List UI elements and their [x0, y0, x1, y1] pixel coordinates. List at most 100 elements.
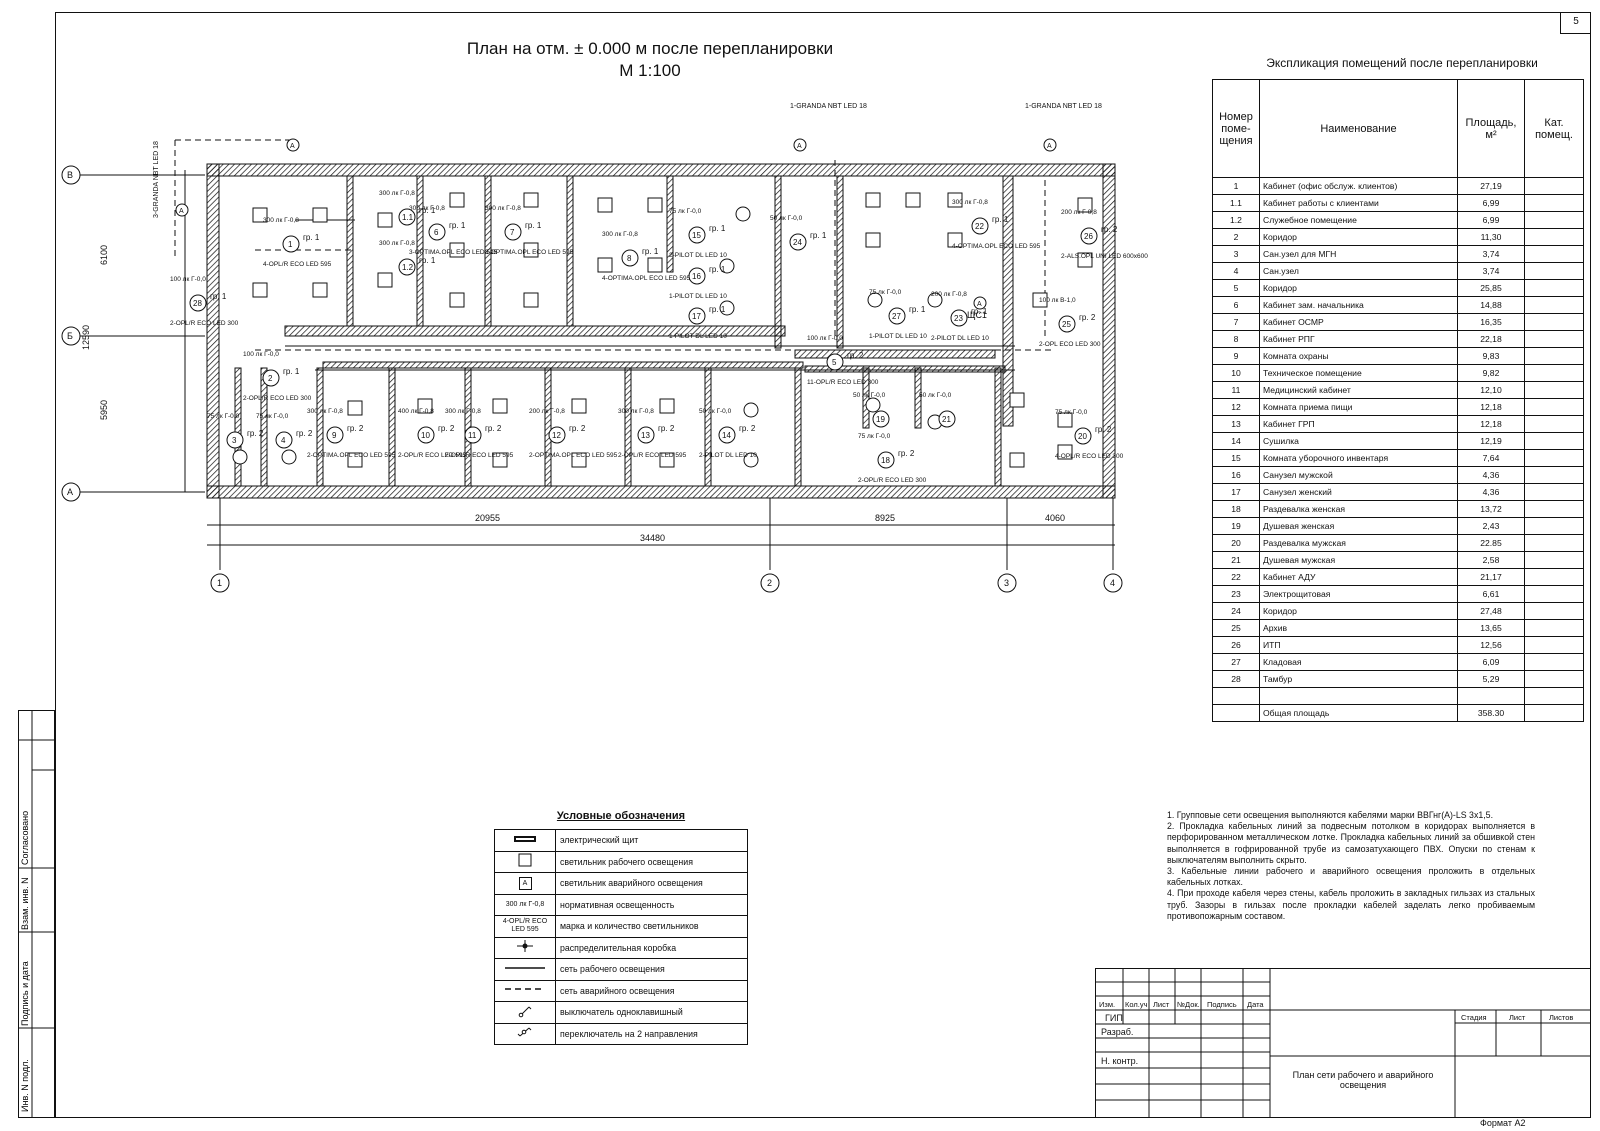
room-number: 13 [1212, 415, 1260, 433]
stamp-sheet: Лист [1509, 1013, 1526, 1022]
room-lamp-label: 4-OPL/R ECO LED 300 [1055, 453, 1124, 460]
plan-title: План на отм. ± 0.000 м после перепланиро… [300, 38, 1000, 82]
emergency-marker: А [290, 143, 295, 150]
emergency-marker: А [1047, 143, 1052, 150]
downlight-lamp [688, 267, 706, 285]
working-lamp [947, 192, 963, 208]
downlight-lamp [504, 223, 522, 241]
stamp-col-sign: Подпись [1207, 1000, 1237, 1009]
room-category [1524, 466, 1584, 484]
wall-segment [206, 163, 1116, 177]
room-category [1524, 364, 1584, 382]
explication-row: 1 Кабинет (офис обслуж. клиентов) 27,19 [1212, 177, 1584, 195]
downlight-lamp [688, 307, 706, 325]
legend-text: светильник рабочего освещения [555, 850, 748, 873]
room-area: 25,85 [1457, 279, 1525, 297]
room-number-bubble: 8 [627, 254, 632, 263]
downlight-lamp [760, 573, 780, 593]
room-name: Раздевалка женская [1259, 500, 1458, 518]
room-number: 26 [1212, 636, 1260, 654]
room-lux-label: 100 лк Г-0,0 [807, 335, 843, 342]
explication-row: 9 Комната охраны 9,83 [1212, 347, 1584, 365]
working-lamp [312, 207, 328, 223]
room-category [1524, 415, 1584, 433]
room-number-bubble: 27 [892, 312, 901, 321]
room-number-bubble: 24 [793, 238, 802, 247]
working-lamp [449, 292, 465, 308]
notes: 1. Групповые сети освещения выполняются … [1167, 810, 1535, 922]
legend-symbol [513, 835, 537, 846]
room-category [1524, 602, 1584, 620]
explication-row: 2 Коридор 11,30 [1212, 228, 1584, 246]
explication-row: 10 Техническое помещение 9,82 [1212, 364, 1584, 382]
explication-row: 20 Раздевалка мужская 22.85 [1212, 534, 1584, 552]
header-category: Кат. помещ. [1524, 79, 1584, 178]
downlight-lamp [867, 292, 883, 308]
working-lamp [597, 197, 613, 213]
legend-text: марка и количество светильников [555, 915, 748, 938]
note-2: 2. Прокладка кабельных линий за подвесны… [1167, 821, 1535, 865]
room-category [1524, 636, 1584, 654]
room-group-label: гр. 2 [347, 424, 364, 433]
granda-label-2: 1-GRANDA NBT LED 18 [790, 103, 867, 110]
room-number: 1.2 [1212, 211, 1260, 229]
downlight-lamp [872, 410, 890, 428]
stamp-sheet-title: План сети рабочего и аварийного освещени… [1292, 1070, 1434, 1090]
room-category [1524, 483, 1584, 501]
room-lamp-label: 1-PILOT DL LED 10 [669, 333, 727, 340]
room-category [1524, 585, 1584, 603]
room-number: 9 [1212, 347, 1260, 365]
room-area: 13,72 [1457, 500, 1525, 518]
stamp-role-ncontr: Н. контр. [1101, 1056, 1138, 1066]
downlight-lamp [621, 249, 639, 267]
wall-segment [316, 367, 324, 487]
room-name: Санузел мужской [1259, 466, 1458, 484]
room-category [1524, 211, 1584, 229]
room-name: Кладовая [1259, 653, 1458, 671]
stamp-role-gip: ГИП [1105, 1013, 1123, 1023]
stamp-col-izm: Изм. [1099, 1000, 1115, 1009]
legend-row: распределительная коробка [494, 936, 748, 959]
room-lamp-label: 2-PILOT DL LED 10 [699, 452, 757, 459]
room-area: 6,99 [1457, 194, 1525, 212]
downlight-lamp [971, 217, 989, 235]
room-group-label: гр. 2 [485, 424, 502, 433]
room-name: Кабинет (офис обслуж. клиентов) [1259, 177, 1458, 195]
downlight-lamp [793, 138, 807, 152]
room-number: 15 [1212, 449, 1260, 467]
room-name: Тамбур [1259, 670, 1458, 688]
legend-symbol-cell [494, 850, 556, 873]
room-number: 6 [1212, 296, 1260, 314]
side-label-replace-inv: Взам. инв. N [20, 877, 30, 930]
total-label: Общая площадь [1259, 704, 1458, 722]
downlight-lamp [927, 292, 943, 308]
room-lux-label: 300 лк Г-0,8 [409, 205, 445, 212]
room-number-bubble: 7 [510, 228, 515, 237]
plan-title-line1: План на отм. ± 0.000 м после перепланиро… [466, 39, 834, 58]
wall-segment [260, 367, 268, 487]
room-lux-label: 75 лк Г-0,0 [669, 208, 702, 215]
room-category [1524, 245, 1584, 263]
wall-segment [666, 175, 674, 273]
room-group-label: гр. 1 [971, 307, 988, 316]
legend-text: сеть аварийного освещения [555, 979, 748, 1002]
room-lux-label: 400 лк Г-0,8 [398, 408, 434, 415]
room-lux-label: 50 лк Г-0,0 [699, 408, 732, 415]
room-lux-label: 75 лк Г-0,0 [869, 289, 902, 296]
room-name: Санузел женский [1259, 483, 1458, 501]
room-group-label: гр. 1 [642, 247, 659, 256]
room-group-label: гр. 1 [419, 256, 436, 265]
room-area: 6,09 [1457, 653, 1525, 671]
room-lamp-label: 1-PILOT DL LED 10 [869, 333, 927, 340]
axis-col-label: 4 [1110, 578, 1115, 588]
explication-row: 3 Сан.узел для МГН 3,74 [1212, 245, 1584, 263]
room-category [1524, 194, 1584, 212]
explication-title: Экспликация помещений после перепланиров… [1266, 56, 1538, 70]
explication-row: 21 Душевая мужская 2,58 [1212, 551, 1584, 569]
legend-title: Условные обозначения [556, 810, 686, 822]
room-number-bubble: 2 [268, 374, 273, 383]
explication-row: 7 Кабинет ОСМР 16,35 [1212, 313, 1584, 331]
working-lamp [377, 272, 393, 288]
legend-row: переключатель на 2 направления [494, 1022, 748, 1045]
